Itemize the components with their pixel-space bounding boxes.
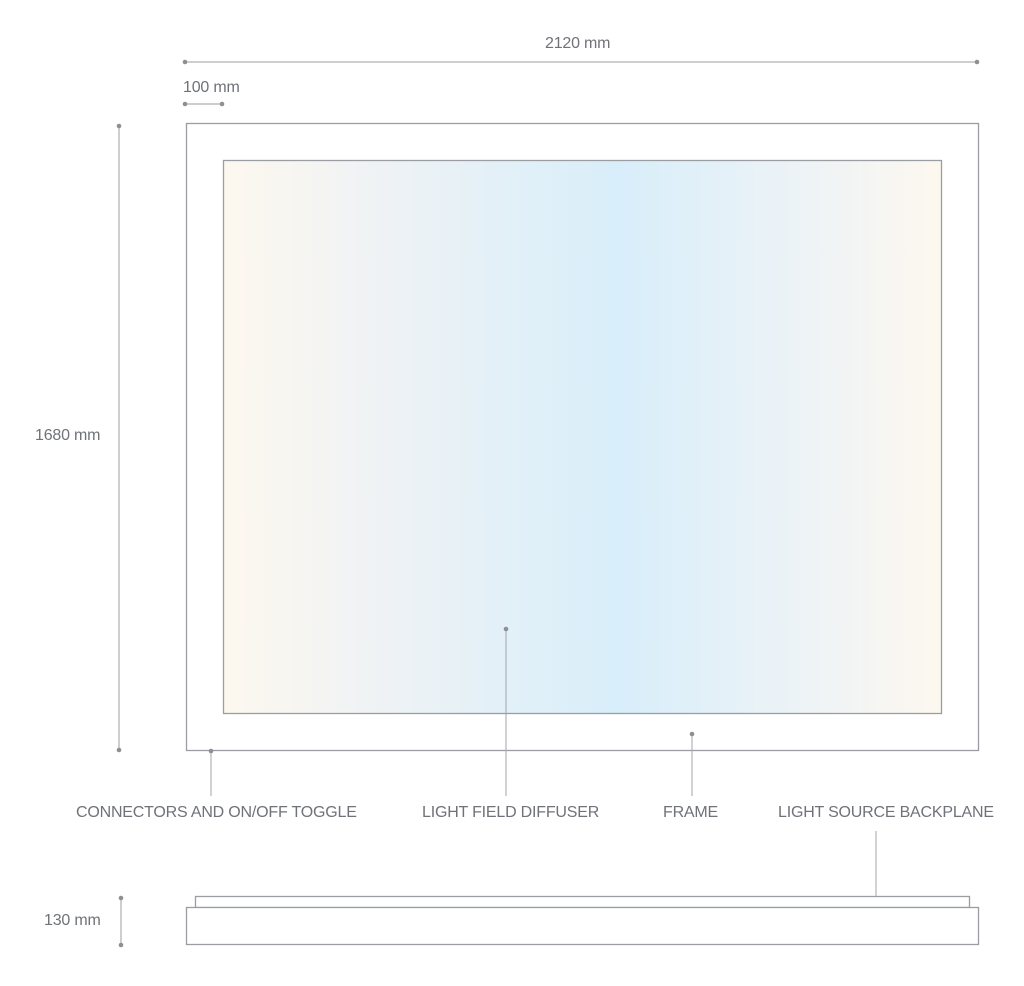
depth-dimension-line xyxy=(118,895,124,948)
connectors-callout-line xyxy=(208,748,214,796)
backplane-label: LIGHT SOURCE BACKPLANE xyxy=(778,804,994,821)
frame-label: FRAME xyxy=(663,804,719,821)
side-profile-frame xyxy=(185,906,980,946)
side-profile-backplane xyxy=(194,895,971,909)
connectors-label: CONNECTORS AND ON/OFF TOGGLE xyxy=(76,804,357,821)
border-dimension-line xyxy=(182,101,225,107)
backplane-callout-line xyxy=(873,831,879,904)
diffuser-label: LIGHT FIELD DIFFUSER xyxy=(422,804,600,821)
overall-width-label: 2120 mm xyxy=(545,35,611,52)
frame-border-label: 100 mm xyxy=(183,79,240,96)
overall-height-label: 1680 mm xyxy=(35,427,101,444)
depth-label: 130 mm xyxy=(44,912,101,929)
height-dimension-line xyxy=(116,123,122,753)
diffuser-callout-line xyxy=(503,626,509,796)
side-profile xyxy=(185,895,980,946)
light-field-diffuser xyxy=(222,159,943,715)
width-dimension-line xyxy=(182,59,980,65)
frame-callout-line xyxy=(689,731,695,796)
